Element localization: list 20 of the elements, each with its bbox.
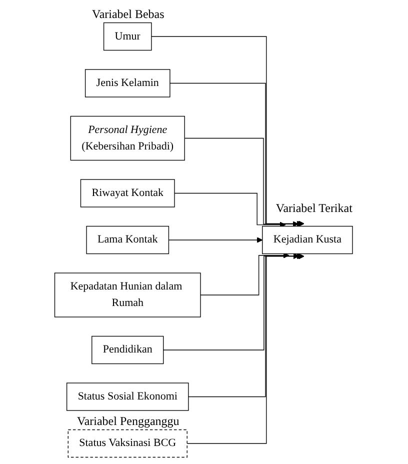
arrow <box>151 36 305 227</box>
node-box: Status Vaksinasi BCG <box>68 429 188 458</box>
variable-group-label: Variabel Terikat <box>276 201 352 216</box>
node-box: Pendidikan <box>92 336 164 364</box>
arrow <box>163 252 300 350</box>
arrow <box>184 138 299 228</box>
arrow <box>168 236 264 244</box>
node-box: Jenis Kelamin <box>85 69 171 98</box>
node-box: Umur <box>104 22 152 51</box>
node-box: Personal Hygiene (Kebersihan Pribadi) <box>70 116 186 161</box>
node-box: Riwayat Kontak <box>80 179 176 208</box>
node-box: Kepadatan Hunian dalam Rumah <box>54 272 202 318</box>
node-box: Kejadian Kusta <box>262 226 354 254</box>
variable-group-label: Variabel Pengganggu <box>76 414 180 428</box>
node-box: Lama Kontak <box>86 226 170 254</box>
arrow <box>200 252 290 296</box>
arrow <box>174 192 286 228</box>
node-box: Status Sosial Ekonomi <box>66 382 190 411</box>
arrow <box>187 253 305 444</box>
variable-group-label: Variabel Bebas <box>92 6 164 21</box>
